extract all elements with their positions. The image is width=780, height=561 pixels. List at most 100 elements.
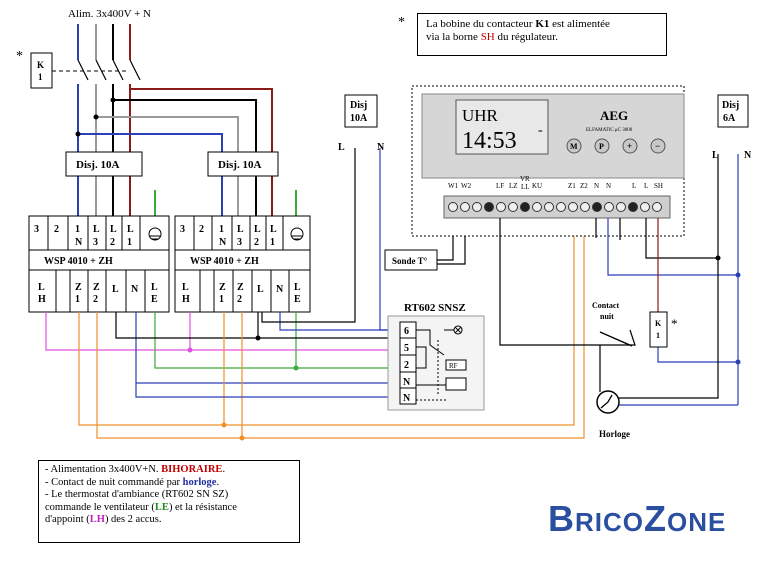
svg-text:L: L bbox=[294, 282, 301, 293]
terminal-screw bbox=[520, 202, 530, 212]
svg-text:2: 2 bbox=[237, 294, 242, 305]
svg-text:Z: Z bbox=[93, 282, 100, 293]
breaker-right bbox=[207, 151, 279, 177]
svg-text:L: L bbox=[632, 182, 636, 190]
display-time: 14:53 bbox=[462, 128, 517, 154]
terminal-screw bbox=[532, 202, 542, 212]
svg-text:SH: SH bbox=[654, 182, 663, 190]
button-p bbox=[594, 138, 610, 154]
svg-text:L: L bbox=[257, 284, 264, 295]
svg-text:+: + bbox=[627, 141, 632, 151]
svg-text:Disj: Disj bbox=[722, 100, 739, 111]
svg-text:L: L bbox=[644, 182, 648, 190]
aeg-regulator: UHR 14:53 - AEG ELFAMATIC μC 3000 M P + … bbox=[411, 85, 685, 237]
breaker-thermostat bbox=[344, 94, 378, 128]
svg-text:L: L bbox=[110, 224, 117, 235]
svg-text:L: L bbox=[338, 142, 345, 153]
coil-note: La bobine du contacteur K1 est alimentée… bbox=[417, 13, 667, 56]
svg-text:H: H bbox=[38, 294, 46, 305]
svg-text:1: 1 bbox=[75, 294, 80, 305]
svg-text:N: N bbox=[377, 142, 385, 153]
svg-text:2: 2 bbox=[110, 237, 115, 248]
k1-label-n: 1 bbox=[38, 72, 43, 82]
terminal-screw bbox=[544, 202, 554, 212]
breaker-right-label: Disj. 10A bbox=[218, 159, 261, 171]
terminal-screw bbox=[448, 202, 458, 212]
svg-text:1: 1 bbox=[656, 331, 660, 340]
svg-text:L: L bbox=[237, 224, 244, 235]
terminal-screw bbox=[616, 202, 626, 212]
svg-text:H: H bbox=[182, 294, 190, 305]
button-plus bbox=[622, 138, 638, 154]
legend-note: - Alimentation 3x400V+N. BIHORAIRE. - Co… bbox=[38, 460, 300, 543]
svg-text:N: N bbox=[594, 182, 599, 190]
note-star: * bbox=[398, 15, 405, 30]
svg-text:-: - bbox=[538, 123, 543, 138]
svg-text:*: * bbox=[671, 316, 678, 331]
svg-text:6A: 6A bbox=[723, 113, 736, 124]
svg-text:L: L bbox=[151, 282, 158, 293]
svg-text:3: 3 bbox=[180, 224, 185, 235]
svg-text:2: 2 bbox=[93, 294, 98, 305]
svg-text:Sonde T°: Sonde T° bbox=[392, 256, 428, 266]
control-wiring bbox=[45, 148, 585, 441]
svg-text:1: 1 bbox=[219, 224, 224, 235]
svg-text:2: 2 bbox=[254, 237, 259, 248]
night-contact-label-1: Contact bbox=[592, 301, 619, 310]
svg-text:L: L bbox=[127, 224, 134, 235]
svg-text:E: E bbox=[294, 294, 301, 305]
svg-text:1: 1 bbox=[219, 294, 224, 305]
rt602-thermostat: RT602 SNSZ 6 5 2 N N RF bbox=[387, 302, 485, 411]
svg-text:2: 2 bbox=[54, 224, 59, 235]
svg-text:K: K bbox=[655, 319, 662, 328]
svg-text:KU: KU bbox=[532, 182, 542, 190]
svg-text:3: 3 bbox=[34, 224, 39, 235]
wsp-module-right: 3 2 1 N L 3 L 2 L 1 WSP 4010 + ZH L H Z … bbox=[174, 215, 311, 313]
k1-box bbox=[30, 52, 53, 89]
button-minus bbox=[650, 138, 666, 154]
wsp-right-title: WSP 4010 + ZH bbox=[190, 256, 259, 267]
svg-text:L: L bbox=[182, 282, 189, 293]
terminal-screw bbox=[556, 202, 566, 212]
svg-text:RF: RF bbox=[449, 362, 458, 370]
svg-text:Z: Z bbox=[75, 282, 82, 293]
svg-text:N: N bbox=[276, 284, 284, 295]
svg-text:Z: Z bbox=[219, 282, 226, 293]
terminal-screw bbox=[580, 202, 590, 212]
svg-text:LF: LF bbox=[496, 182, 504, 190]
wsp-module-left: 3 2 1 N L 3 L 2 L 1 WSP 4010 + ZH L H Z … bbox=[28, 215, 170, 313]
svg-text:L: L bbox=[712, 150, 719, 161]
terminal-screw bbox=[496, 202, 506, 212]
brand-aeg: AEG bbox=[600, 108, 628, 123]
terminal-screw bbox=[592, 202, 602, 212]
terminal-screw bbox=[460, 202, 470, 212]
bricozone-logo: BRICOZONE bbox=[548, 498, 727, 539]
terminal-screw bbox=[508, 202, 518, 212]
svg-text:LZ: LZ bbox=[509, 182, 518, 190]
breaker-6a bbox=[717, 94, 749, 128]
rt602-title: RT602 SNSZ bbox=[404, 302, 466, 314]
svg-text:N: N bbox=[403, 393, 411, 404]
button-m bbox=[566, 138, 582, 154]
breaker-left-label: Disj. 10A bbox=[76, 159, 119, 171]
svg-text:LL: LL bbox=[521, 183, 530, 191]
svg-text:Z2: Z2 bbox=[580, 182, 588, 190]
terminal-screw bbox=[472, 202, 482, 212]
svg-text:W2: W2 bbox=[461, 182, 472, 190]
svg-text:−: − bbox=[655, 141, 660, 151]
svg-text:N: N bbox=[403, 377, 411, 388]
svg-text:L: L bbox=[270, 224, 277, 235]
svg-text:2: 2 bbox=[404, 360, 409, 371]
regulator-wiring bbox=[499, 154, 741, 406]
svg-text:N: N bbox=[606, 182, 611, 190]
terminal-screw bbox=[604, 202, 614, 212]
svg-text:1: 1 bbox=[270, 237, 275, 248]
svg-text:5: 5 bbox=[404, 343, 409, 354]
svg-text:L: L bbox=[38, 282, 45, 293]
night-contact-label-2: nuit bbox=[600, 312, 614, 321]
terminal-screw bbox=[652, 202, 662, 212]
k1-coil bbox=[649, 311, 668, 348]
svg-text:1: 1 bbox=[127, 237, 132, 248]
svg-text:10A: 10A bbox=[350, 113, 368, 124]
